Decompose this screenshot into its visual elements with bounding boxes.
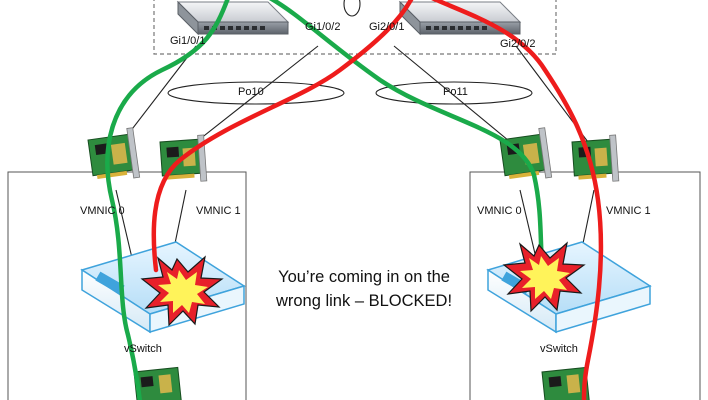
blocked-message-line1: You’re coming in on the (278, 268, 450, 286)
port-label-gi2-0-2: Gi2/0/2 (500, 38, 536, 50)
port-channel-po10: Po10 (238, 86, 264, 98)
left-vmnic0-label: VMNIC 0 (80, 205, 125, 217)
left-bottom-nic-card (133, 366, 182, 400)
left-blocked-explosion (140, 255, 224, 327)
right-blocked-explosion (502, 241, 586, 313)
red-traffic-path (151, 0, 414, 273)
blocked-message: You’re coming in on the wrong link – BLO… (258, 265, 470, 313)
left-vmnic0-card (87, 127, 141, 180)
left-vswitch-label: vSwitch (124, 343, 162, 355)
green-traffic-path (105, 0, 230, 400)
left-vmnic1-label: VMNIC 1 (196, 205, 241, 217)
port-channel-po11: Po11 (443, 86, 468, 98)
po10-ellipse (167, 81, 345, 105)
port-label-gi2-0-1: Gi2/0/1 (369, 21, 405, 33)
right-vswitch-label: vSwitch (540, 343, 578, 355)
switch-1 (176, 0, 290, 36)
right-vmnic0-card (499, 127, 553, 180)
blocked-message-line2: wrong link – BLOCKED! (275, 292, 453, 310)
port-label-gi1-0-1: Gi1/0/1 (170, 35, 206, 47)
right-vmnic1-label: VMNIC 1 (606, 205, 651, 217)
green-traffic-path-2 (268, 0, 545, 265)
red-traffic-path-2 (430, 0, 604, 400)
right-bottom-nic-card (541, 366, 590, 400)
port-label-gi1-0-2: Gi1/0/2 (305, 21, 341, 33)
left-host-box (7, 171, 247, 400)
right-vmnic0-label: VMNIC 0 (477, 205, 522, 217)
stack-link-ellipse (343, 0, 361, 17)
po11-ellipse (375, 81, 533, 105)
